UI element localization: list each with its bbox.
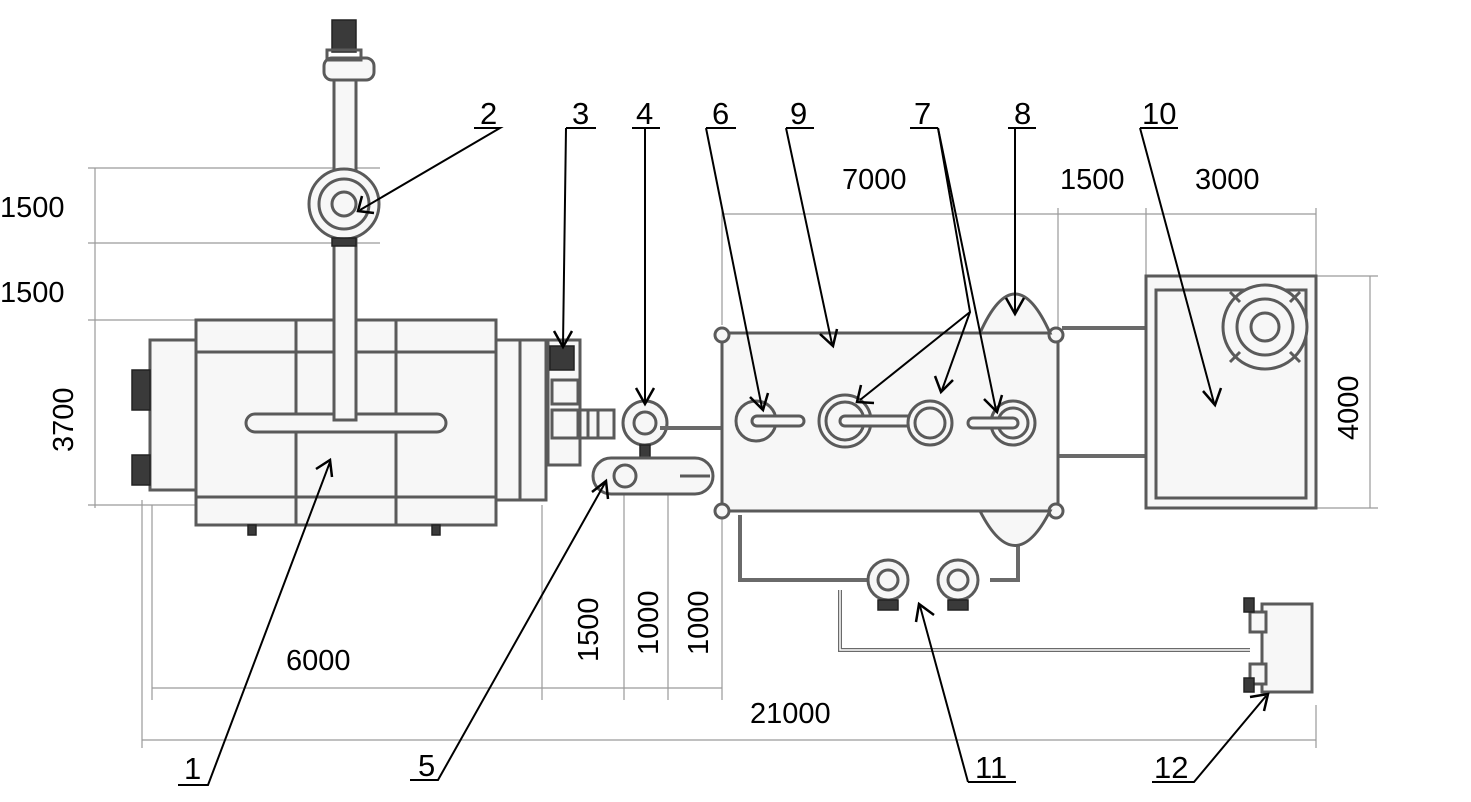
dim-left-1500-top: 1500 bbox=[0, 192, 65, 224]
item-labels: 1 2 3 4 5 6 7 8 9 10 11 12 bbox=[184, 96, 1188, 786]
label-4: 4 bbox=[636, 96, 653, 131]
item-1-dryer-drum bbox=[131, 318, 548, 536]
label-10: 10 bbox=[1142, 96, 1176, 131]
item-4-rotary-valve bbox=[621, 399, 669, 460]
dim-bottom-21000: 21000 bbox=[750, 698, 831, 730]
dim-vert-1000-a: 1000 bbox=[633, 590, 665, 655]
label-6: 6 bbox=[712, 96, 729, 131]
dim-top-1500: 1500 bbox=[1060, 164, 1125, 196]
label-9: 9 bbox=[790, 96, 807, 131]
item-3-drive-gearbox bbox=[546, 338, 616, 467]
label-7: 7 bbox=[914, 96, 931, 131]
dim-bottom-6000: 6000 bbox=[286, 645, 351, 677]
item-5-screw-conveyor bbox=[591, 456, 715, 496]
label-1: 1 bbox=[184, 751, 201, 786]
item-2-feed-cyclone bbox=[307, 19, 381, 422]
dim-vert-1000-b: 1000 bbox=[683, 590, 715, 655]
dim-top-3000: 3000 bbox=[1195, 164, 1260, 196]
item-10-filter-tank bbox=[1144, 274, 1318, 510]
dim-left-3700: 3700 bbox=[48, 387, 80, 452]
item-11-pumps bbox=[866, 558, 980, 611]
item-12-heat-exchanger bbox=[1243, 597, 1314, 694]
label-12: 12 bbox=[1154, 750, 1188, 785]
label-3: 3 bbox=[572, 96, 589, 131]
label-11: 11 bbox=[975, 750, 1007, 785]
leader-lines bbox=[178, 127, 1270, 786]
dimension-labels: 1500 1500 3700 7000 1500 3000 4000 6000 … bbox=[0, 164, 1365, 730]
dim-vert-1500: 1500 bbox=[573, 597, 605, 662]
label-5: 5 bbox=[418, 748, 435, 783]
label-2: 2 bbox=[480, 96, 497, 131]
dim-right-4000: 4000 bbox=[1333, 375, 1365, 440]
item-7-cyclones bbox=[817, 393, 1037, 449]
dimension-lines bbox=[88, 167, 1378, 748]
item-8-domes bbox=[977, 292, 1053, 547]
label-8: 8 bbox=[1014, 96, 1031, 131]
item-6-cyclone bbox=[734, 399, 806, 443]
dim-left-1500-mid: 1500 bbox=[0, 277, 65, 309]
dim-top-7000: 7000 bbox=[842, 164, 907, 196]
